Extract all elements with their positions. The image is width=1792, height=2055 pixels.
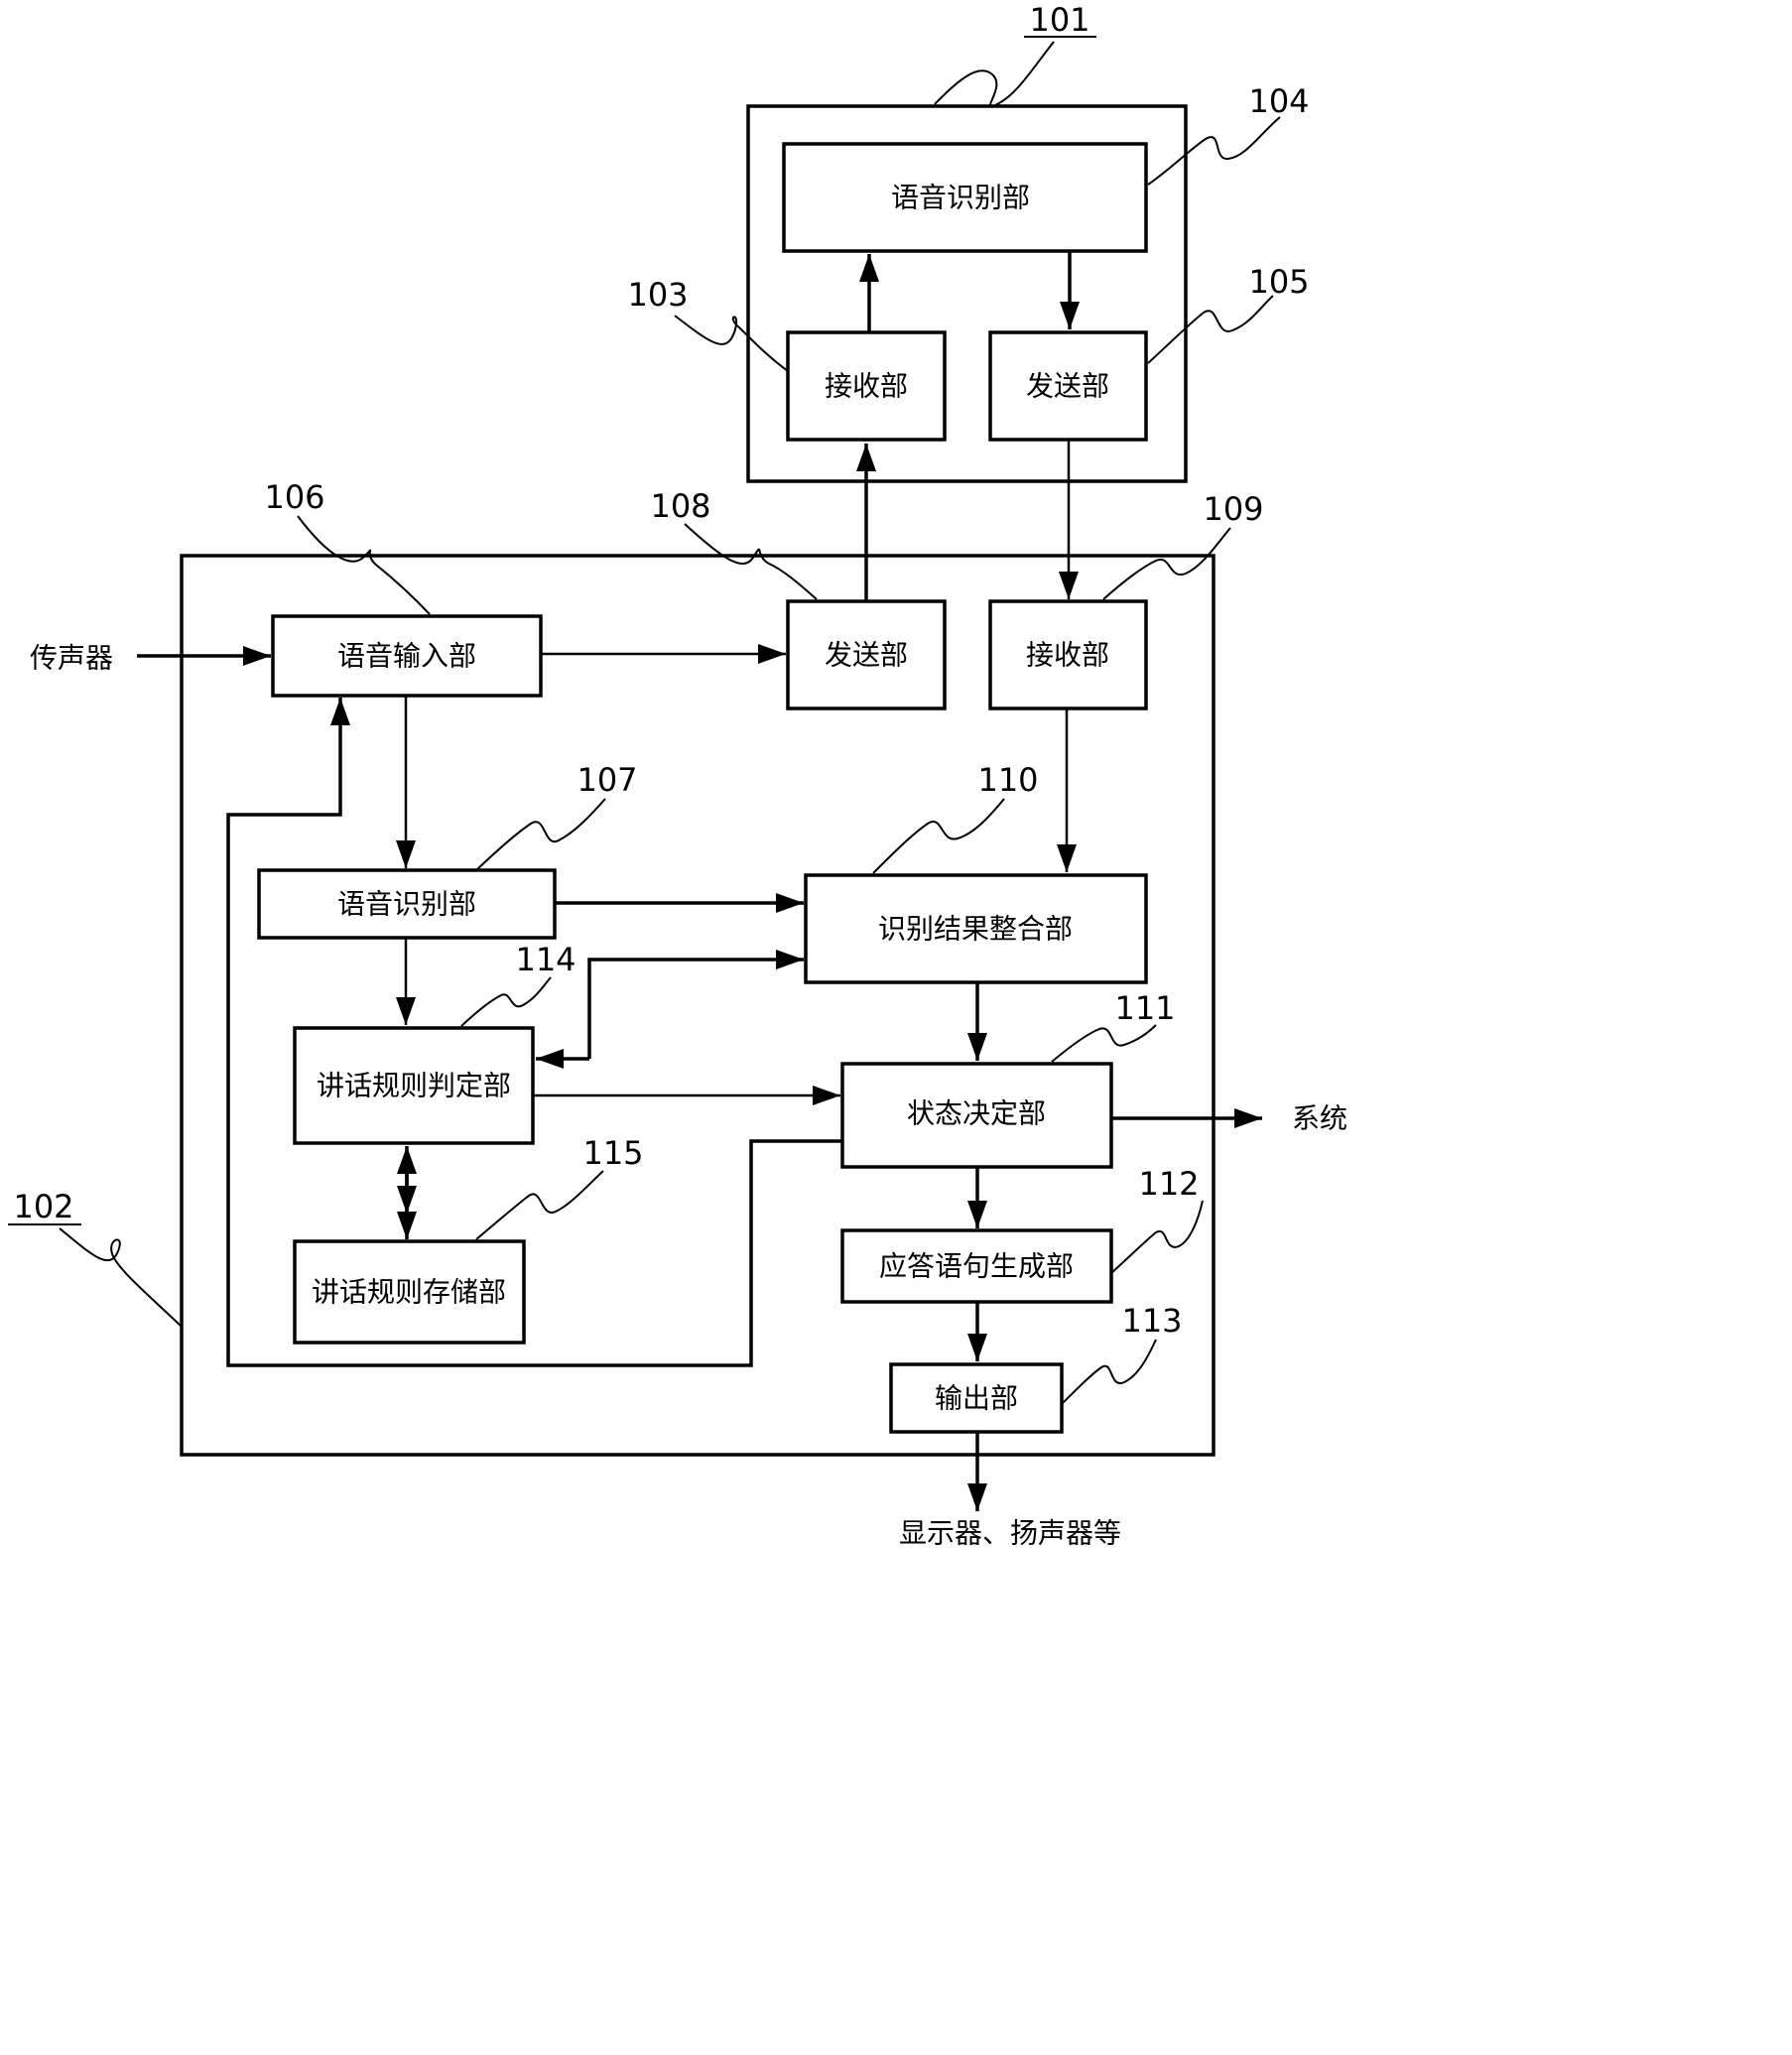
ref-112: 112 <box>1138 1165 1199 1203</box>
leader-109 <box>1102 527 1231 600</box>
block-diagram: 语音识别部 接收部 发送部 语音输入部 发送部 接收部 语音识别部 识别结果整合… <box>8 1 1347 1550</box>
server-speech-recognition-label: 语音识别部 <box>891 182 1030 214</box>
response-generation-box <box>840 1228 1113 1304</box>
output-box <box>889 1362 1064 1434</box>
client-frame <box>180 554 1216 1457</box>
ref-104: 104 <box>1248 82 1309 120</box>
client-sender-box <box>786 599 947 710</box>
system-label: 系统 <box>1292 1102 1347 1135</box>
leader-108 <box>684 523 818 600</box>
result-integration-label: 识别结果整合部 <box>878 913 1073 946</box>
leader-113 <box>1061 1339 1157 1405</box>
response-generation-label: 应答语句生成部 <box>879 1250 1074 1283</box>
speech-input-box <box>271 614 543 698</box>
state-decision-label: 状态决定部 <box>907 1097 1046 1130</box>
output-label: 输出部 <box>935 1382 1018 1415</box>
utterance-rule-storage-label: 讲话规则存储部 <box>312 1276 506 1309</box>
server-sender-box <box>988 330 1148 442</box>
leader-110 <box>872 798 1005 874</box>
arrow-rule-judgment-to-integration <box>587 950 804 1059</box>
leader-115 <box>475 1170 604 1240</box>
server-speech-recognition-box <box>782 142 1148 253</box>
client-speech-recognition-box <box>257 868 557 940</box>
server-sender-label: 发送部 <box>1026 370 1109 403</box>
ref-108: 108 <box>650 487 710 525</box>
ref-101: 101 <box>1029 1 1089 39</box>
leader-103 <box>674 315 789 372</box>
ref-110: 110 <box>977 761 1038 799</box>
leader-112 <box>1110 1200 1204 1274</box>
ref-103: 103 <box>627 276 688 314</box>
ref-107: 107 <box>576 761 637 799</box>
client-receiver-box <box>988 599 1148 710</box>
utterance-rule-judgment-box <box>293 1026 535 1145</box>
leader-106 <box>297 515 431 615</box>
leader-111 <box>1051 1024 1157 1063</box>
leader-114 <box>460 976 552 1027</box>
server-receiver-box <box>786 330 947 442</box>
ref-114: 114 <box>515 941 576 978</box>
ref-105: 105 <box>1248 263 1309 301</box>
server-receiver-label: 接收部 <box>825 370 908 403</box>
display-speaker-label: 显示器、扬声器等 <box>899 1517 1121 1550</box>
leader-107 <box>475 798 606 871</box>
ref-102: 102 <box>13 1188 73 1225</box>
leader-104 <box>1147 116 1281 186</box>
client-sender-label: 发送部 <box>825 639 908 672</box>
utterance-rule-storage-box <box>293 1239 526 1345</box>
microphone-label: 传声器 <box>30 642 113 675</box>
leader-105 <box>1147 295 1274 364</box>
ref-111: 111 <box>1114 989 1175 1027</box>
utterance-rule-judgment-label: 讲话规则判定部 <box>317 1070 511 1102</box>
speech-input-label: 语音输入部 <box>337 640 476 673</box>
client-receiver-label: 接收部 <box>1026 639 1109 672</box>
client-speech-recognition-label: 语音识别部 <box>337 888 476 921</box>
leader-101 <box>934 41 1055 107</box>
ref-115: 115 <box>582 1134 643 1172</box>
server-frame <box>746 104 1188 483</box>
ref-106: 106 <box>264 478 324 516</box>
ref-113: 113 <box>1121 1302 1182 1340</box>
result-integration-box <box>804 873 1148 984</box>
leader-102 <box>59 1227 183 1328</box>
ref-109: 109 <box>1203 490 1263 528</box>
feedback-state-to-speech-input <box>226 698 842 1367</box>
